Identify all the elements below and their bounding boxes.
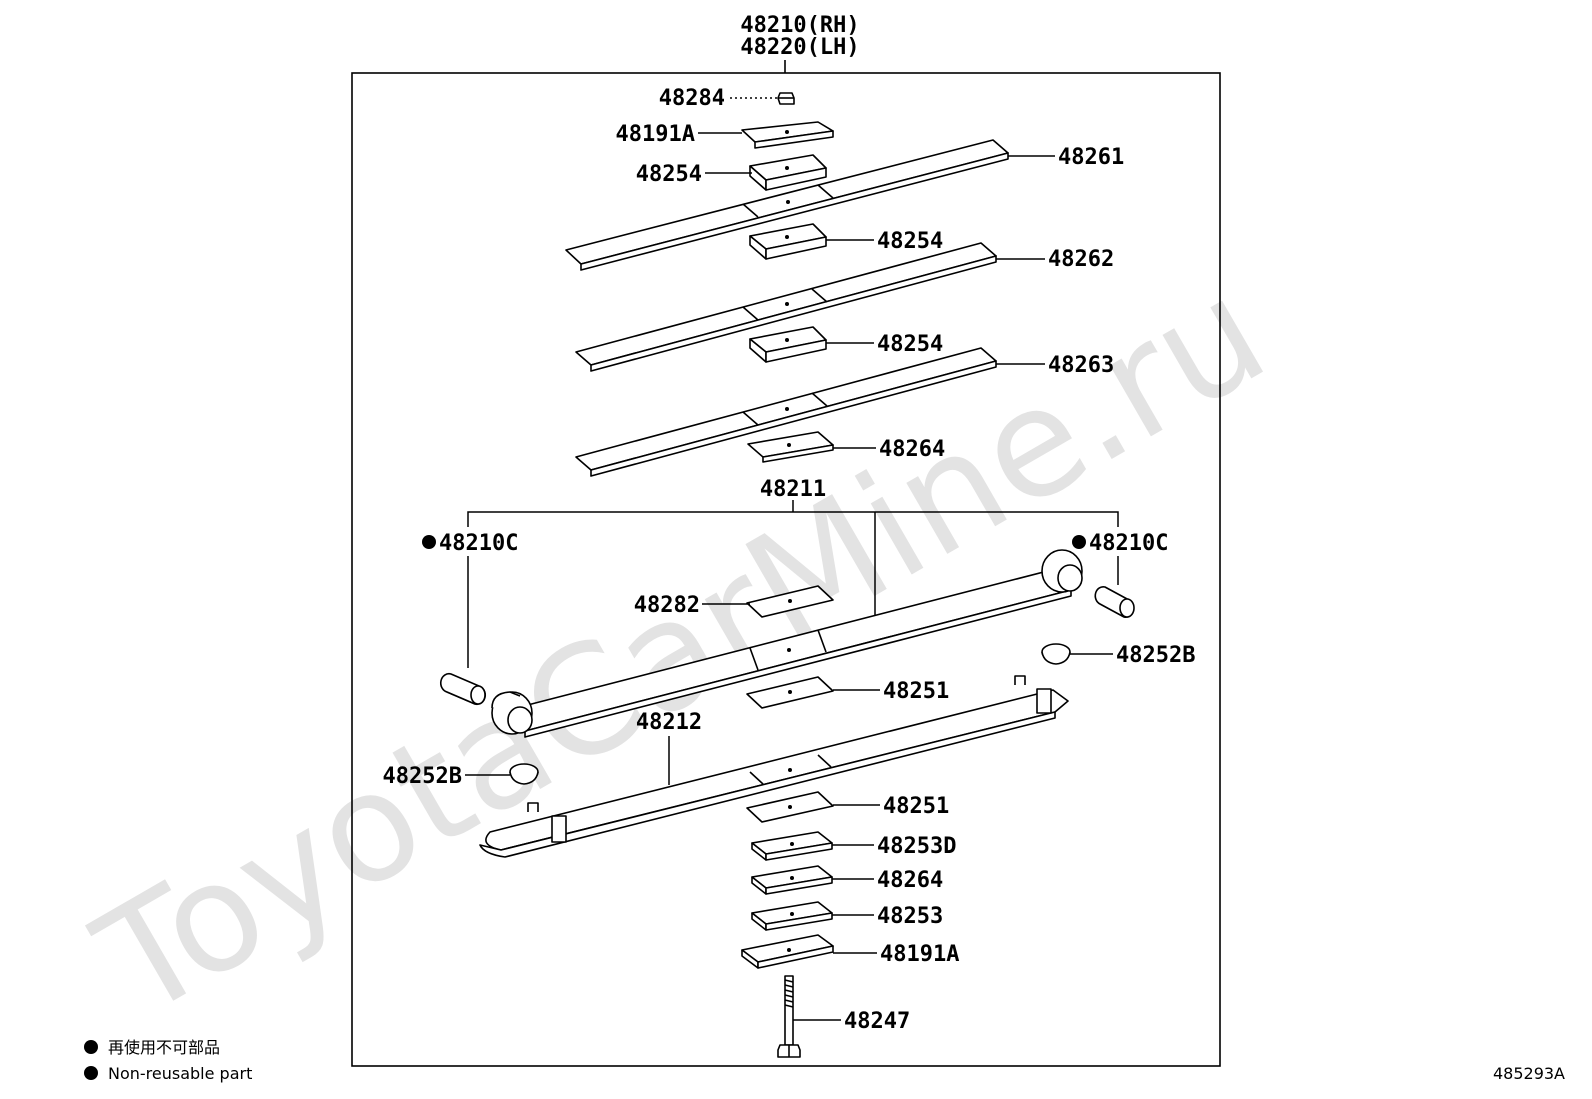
non-reusable-marker-left (422, 535, 436, 549)
part-48252b-right-cap[interactable] (1041, 643, 1071, 665)
part-48262-leaf[interactable] (575, 242, 997, 372)
label-48212[interactable]: 48212 (636, 710, 702, 735)
part-48254-clip-c[interactable] (749, 326, 827, 363)
label-48254-c[interactable]: 48254 (877, 332, 943, 357)
label-48253d[interactable]: 48253D (877, 834, 956, 859)
label-48251-a[interactable]: 48251 (883, 679, 949, 704)
part-48282-pad[interactable] (746, 585, 834, 618)
part-48253-spacer[interactable] (751, 901, 833, 931)
legend-text-en: Non-reusable part (108, 1064, 252, 1083)
label-48211[interactable]: 48211 (760, 477, 826, 502)
part-48252b-left-cap[interactable] (509, 763, 539, 785)
label-48264-a[interactable]: 48264 (879, 437, 945, 462)
part-48251-pad-a[interactable] (746, 676, 834, 709)
label-48263[interactable]: 48263 (1048, 353, 1114, 378)
label-48264-b[interactable]: 48264 (877, 868, 943, 893)
label-48210c-left[interactable]: 48210C (439, 531, 518, 556)
part-48264-spacer-a[interactable] (747, 431, 834, 463)
part-48211-main-leaf[interactable] (491, 549, 1083, 738)
legend-text-jp: 再使用不可部品 (108, 1038, 220, 1057)
part-48191a-top-wedge[interactable] (741, 121, 834, 149)
part-48254-clip-a[interactable] (749, 154, 827, 191)
part-48247-center-bolt[interactable] (777, 975, 801, 1058)
assembly-frame (351, 72, 1221, 1067)
legend-marker-jp (84, 1040, 98, 1054)
assembly-number-rh: 48210(RH) (740, 13, 859, 38)
label-48247[interactable]: 48247 (844, 1009, 910, 1034)
non-reusable-marker-right (1072, 535, 1086, 549)
label-48261[interactable]: 48261 (1058, 145, 1124, 170)
legend-marker-en (84, 1066, 98, 1080)
label-48210c-right[interactable]: 48210C (1089, 531, 1168, 556)
label-48251-b[interactable]: 48251 (883, 794, 949, 819)
label-48252b-left[interactable]: 48252B (383, 764, 462, 789)
part-48210c-right-bushing[interactable] (1094, 586, 1135, 618)
part-48264-spacer-b[interactable] (751, 865, 833, 895)
part-48254-clip-b[interactable] (749, 223, 827, 260)
part-48251-pad-b[interactable] (746, 791, 834, 823)
label-48191a-top[interactable]: 48191A (616, 122, 695, 147)
part-48261-leaf[interactable] (565, 139, 1009, 271)
label-48254-a[interactable]: 48254 (636, 162, 702, 187)
part-48191a-bottom-wedge[interactable] (741, 934, 834, 969)
part-48210c-left-bushing[interactable] (439, 672, 487, 706)
label-48252b-right[interactable]: 48252B (1116, 643, 1195, 668)
part-48284-nut[interactable] (777, 92, 795, 105)
label-48254-b[interactable]: 48254 (877, 229, 943, 254)
part-48263-leaf[interactable] (575, 347, 997, 477)
label-48282[interactable]: 48282 (634, 593, 700, 618)
part-48253d-spacer[interactable] (751, 831, 833, 861)
part-48212-lower-leaf[interactable] (479, 675, 1069, 858)
assembly-number-lh: 48220(LH) (740, 35, 859, 60)
label-48284[interactable]: 48284 (659, 86, 725, 111)
label-48262[interactable]: 48262 (1048, 247, 1114, 272)
leader-48211-bracket (467, 511, 1119, 527)
label-48191a-bottom[interactable]: 48191A (880, 942, 959, 967)
diagram-code: 485293A (1493, 1064, 1565, 1083)
label-48253[interactable]: 48253 (877, 904, 943, 929)
